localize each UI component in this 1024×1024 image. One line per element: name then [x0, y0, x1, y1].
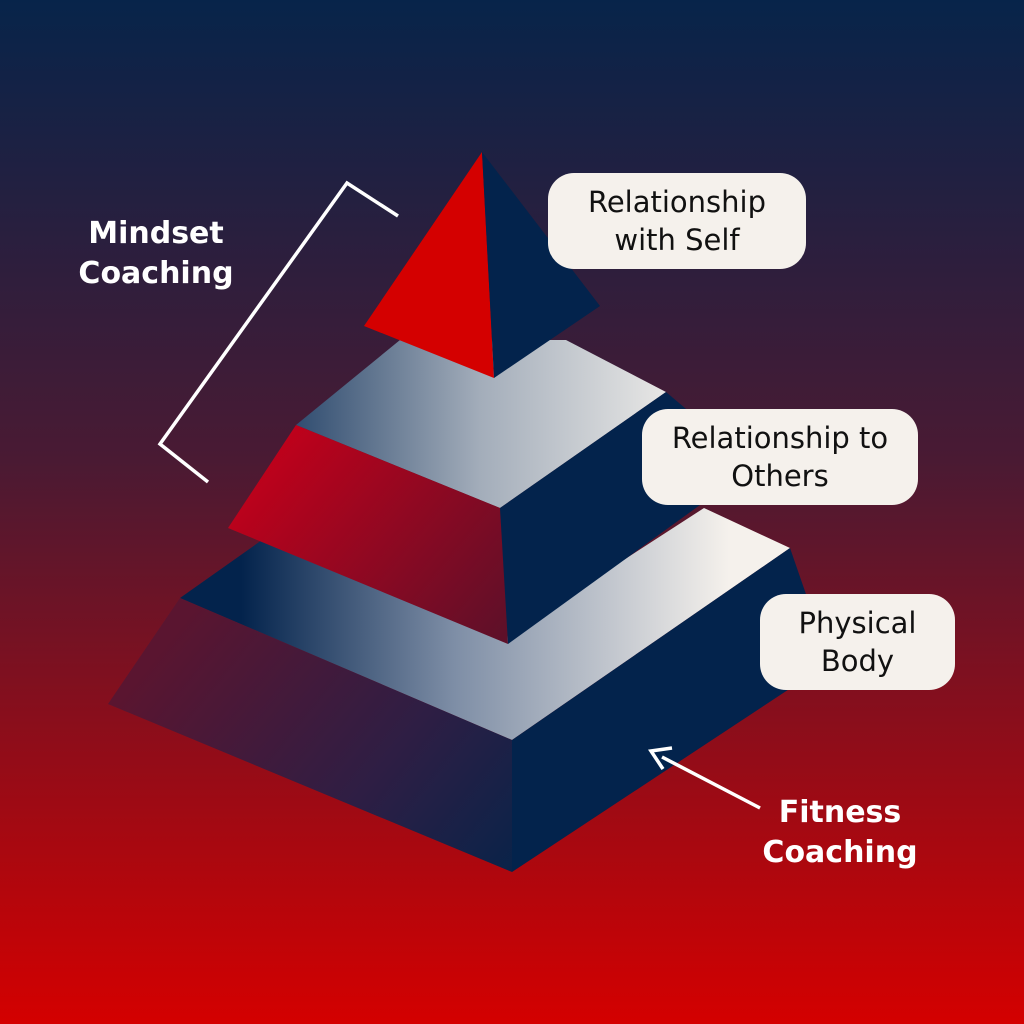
annotation-line: Mindset — [66, 214, 246, 254]
tier-label-physical-body: Physical Body — [760, 594, 955, 690]
fitness-coaching-label: Fitness Coaching — [745, 793, 935, 873]
tier-label-line: Others — [642, 457, 918, 495]
tier-label-line: with Self — [548, 221, 806, 259]
mindset-coaching-label: Mindset Coaching — [66, 214, 246, 294]
annotation-line: Fitness — [745, 793, 935, 833]
tier-label-relationship-with-self: Relationship with Self — [548, 173, 806, 269]
tier-label-line: Physical — [760, 604, 955, 642]
tier-label-relationship-to-others: Relationship to Others — [642, 409, 918, 505]
annotation-line: Coaching — [745, 833, 935, 873]
annotation-line: Coaching — [66, 254, 246, 294]
tier-label-line: Body — [760, 642, 955, 680]
tier-label-line: Relationship — [548, 183, 806, 221]
tier-label-line: Relationship to — [642, 419, 918, 457]
